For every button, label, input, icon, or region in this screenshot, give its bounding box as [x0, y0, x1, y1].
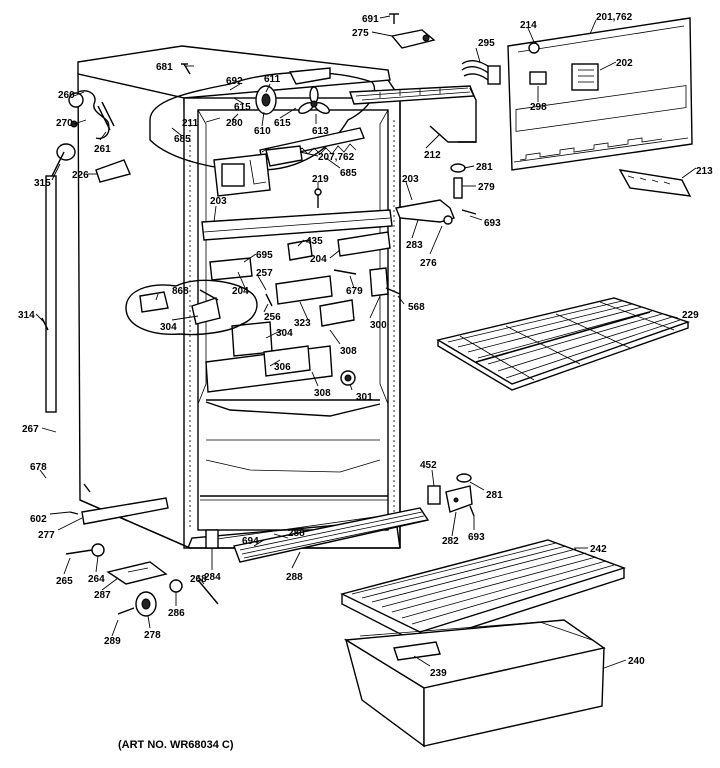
- label-610: 610: [254, 126, 271, 137]
- part-number-labels: 691 275 214 201,762 295 202 298 681 692 …: [18, 12, 713, 751]
- control-panel: [461, 17, 693, 171]
- label-289: 289: [104, 636, 121, 647]
- label-280: 280: [226, 118, 243, 129]
- label-304-left: 304: [160, 322, 177, 333]
- label-211: 211: [182, 118, 199, 129]
- lower-parts: [65, 473, 475, 617]
- art-number: (ART NO. WR68034 C): [118, 739, 234, 751]
- label-308-upper: 308: [340, 346, 357, 357]
- label-284: 284: [204, 572, 221, 583]
- label-268: 268: [190, 574, 207, 585]
- label-201-762: 201,762: [596, 12, 633, 23]
- label-278: 278: [144, 630, 161, 641]
- label-685-left: 685: [174, 134, 191, 145]
- label-242: 242: [590, 544, 607, 555]
- label-286: 286: [168, 608, 185, 619]
- label-240: 240: [628, 656, 645, 667]
- label-267: 267: [22, 424, 39, 435]
- label-239: 239: [430, 668, 447, 679]
- tubes: [41, 90, 131, 413]
- label-213: 213: [696, 166, 713, 177]
- label-226: 226: [72, 170, 89, 181]
- freezer-components: [149, 67, 477, 208]
- label-295: 295: [478, 38, 495, 49]
- label-265: 265: [56, 576, 73, 587]
- label-695: 695: [256, 250, 273, 261]
- label-694: 694: [242, 536, 259, 547]
- label-279: 279: [478, 182, 495, 193]
- label-693-lower: 693: [468, 532, 485, 543]
- label-613: 613: [312, 126, 329, 137]
- crisper-assembly: [339, 539, 627, 748]
- label-306: 306: [274, 362, 291, 373]
- label-314: 314: [18, 310, 35, 321]
- label-256: 256: [264, 312, 281, 323]
- label-277: 277: [38, 530, 55, 541]
- label-204-right: 204: [310, 254, 327, 265]
- label-212: 212: [424, 150, 441, 161]
- label-260: 260: [58, 90, 75, 101]
- label-257: 257: [256, 268, 273, 279]
- label-679: 679: [346, 286, 363, 297]
- label-283: 283: [406, 240, 423, 251]
- label-693-upper: 693: [484, 218, 501, 229]
- label-214: 214: [520, 20, 537, 31]
- label-678: 678: [30, 462, 47, 473]
- label-287: 287: [94, 590, 111, 601]
- label-207-762: 207,762: [318, 152, 355, 163]
- label-229: 229: [682, 310, 699, 321]
- label-452: 452: [420, 460, 437, 471]
- label-203-left: 203: [210, 196, 227, 207]
- label-202: 202: [616, 58, 633, 69]
- label-288-upper: 288: [288, 528, 305, 539]
- label-219: 219: [312, 174, 329, 185]
- top-hinge: [181, 13, 436, 75]
- label-615-mid: 615: [274, 118, 291, 129]
- leader-lines: [35, 15, 697, 669]
- label-691: 691: [362, 14, 379, 25]
- label-204-left: 204: [232, 286, 249, 297]
- label-568: 568: [408, 302, 425, 313]
- label-602: 602: [30, 514, 47, 525]
- light-shield: [618, 169, 692, 197]
- label-308-lower: 308: [314, 388, 331, 399]
- middle-hinge: [395, 163, 477, 225]
- label-288-lower: 288: [286, 572, 303, 583]
- label-281-lower: 281: [486, 490, 503, 501]
- control-components: [125, 231, 401, 393]
- label-264: 264: [88, 574, 105, 585]
- label-261: 261: [94, 144, 111, 155]
- label-282: 282: [442, 536, 459, 547]
- label-615-left: 615: [234, 102, 251, 113]
- label-435: 435: [306, 236, 323, 247]
- wire-shelf: [436, 297, 691, 391]
- label-300: 300: [370, 320, 387, 331]
- label-304-mid: 304: [276, 328, 293, 339]
- label-203-right: 203: [402, 174, 419, 185]
- label-270: 270: [56, 118, 73, 129]
- label-323: 323: [294, 318, 311, 329]
- label-276: 276: [420, 258, 437, 269]
- label-275: 275: [352, 28, 369, 39]
- label-281-upper: 281: [476, 162, 493, 173]
- label-868: 868: [172, 286, 189, 297]
- label-685-right: 685: [340, 168, 357, 179]
- label-611-left: 611: [264, 74, 281, 85]
- label-315: 315: [34, 178, 51, 189]
- label-692: 692: [226, 76, 243, 87]
- label-298: 298: [530, 102, 547, 113]
- label-681-top: 681: [156, 62, 173, 73]
- label-301: 301: [356, 392, 373, 403]
